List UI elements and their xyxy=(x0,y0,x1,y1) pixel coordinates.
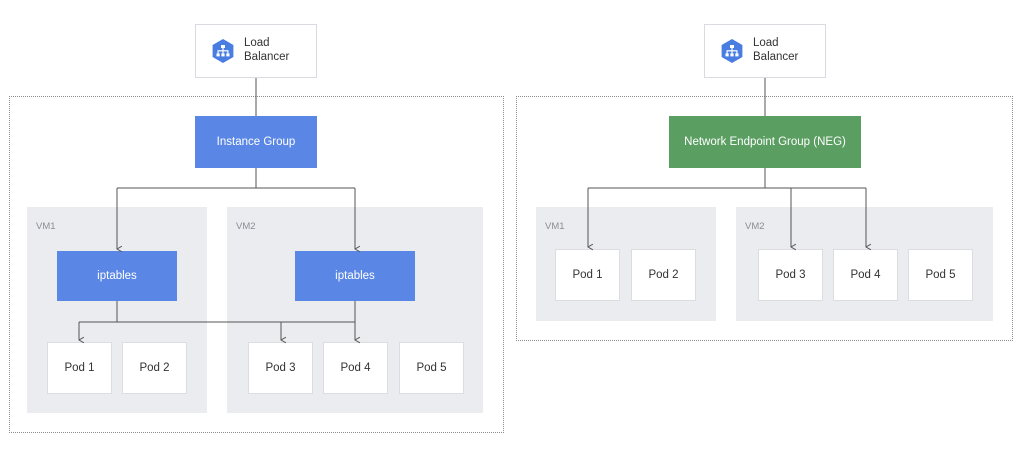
neg-branch-line xyxy=(588,168,866,189)
instance-group-node[interactable]: Instance Group xyxy=(195,116,317,168)
vm1-label: VM1 xyxy=(545,221,565,232)
load-balancer-label: Load Balancer xyxy=(244,37,290,63)
right-pod-1[interactable]: Pod 1 xyxy=(555,249,620,301)
right-load-balancer[interactable]: Load Balancer xyxy=(704,24,826,78)
vm2-label: VM2 xyxy=(745,221,765,232)
load-balancer-icon xyxy=(212,39,234,63)
neg-node[interactable]: Network Endpoint Group (NEG) xyxy=(669,116,861,168)
left-pod-4[interactable]: Pod 4 xyxy=(323,342,388,394)
vm2-label: VM2 xyxy=(236,221,256,232)
left-pod-5[interactable]: Pod 5 xyxy=(399,342,464,394)
left-pod-1[interactable]: Pod 1 xyxy=(47,342,112,394)
right-pod-4[interactable]: Pod 4 xyxy=(833,249,898,301)
load-balancer-icon xyxy=(721,39,743,63)
iptables-node-vm1[interactable]: iptables xyxy=(57,251,177,301)
vm1-label: VM1 xyxy=(36,221,56,232)
instance-group-branch-line xyxy=(117,168,355,189)
right-pod-5[interactable]: Pod 5 xyxy=(908,249,973,301)
left-pod-2[interactable]: Pod 2 xyxy=(122,342,187,394)
right-pod-2[interactable]: Pod 2 xyxy=(631,249,696,301)
iptables-node-vm2[interactable]: iptables xyxy=(295,251,415,301)
left-load-balancer[interactable]: Load Balancer xyxy=(195,24,317,78)
load-balancer-label: Load Balancer xyxy=(753,37,799,63)
